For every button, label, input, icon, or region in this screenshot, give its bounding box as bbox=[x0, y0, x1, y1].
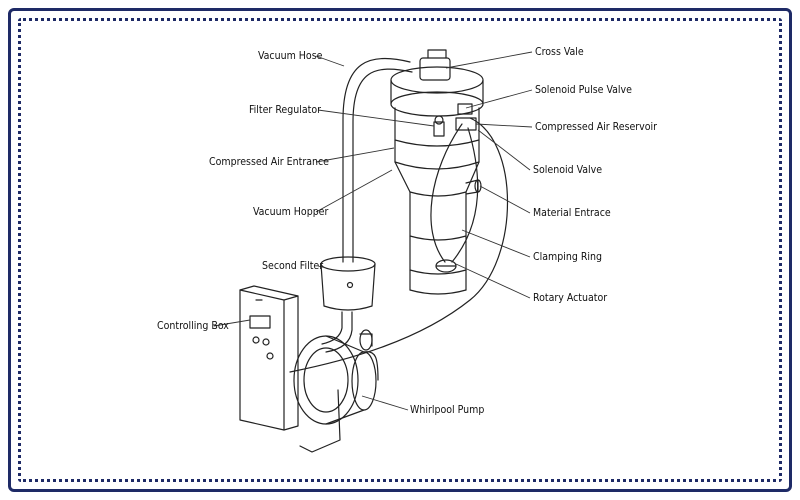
label-material-entrace: Material Entrace bbox=[533, 207, 611, 219]
label-solenoid-pulse-valve: Solenoid Pulse Valve bbox=[535, 84, 632, 96]
controlling-box bbox=[239, 285, 299, 431]
label-filter-regulator: Filter Regulator bbox=[249, 104, 321, 116]
label-solenoid-valve: Solenoid Valve bbox=[533, 164, 602, 176]
leader-lines bbox=[213, 51, 533, 411]
label-compressed-air-reservoir: Compressed Air Reservoir bbox=[535, 121, 657, 133]
label-controlling-box: Controlling Box bbox=[157, 320, 229, 332]
label-rotary-actuator: Rotary Actuator bbox=[533, 292, 607, 304]
label-whirlpool-pump: Whirlpool Pump bbox=[410, 404, 484, 416]
label-clamping-ring: Clamping Ring bbox=[533, 251, 602, 263]
label-cross-vale: Cross Vale bbox=[535, 46, 584, 58]
dotted-inner-border bbox=[18, 18, 782, 482]
label-second-filter: Second Filter bbox=[262, 260, 323, 272]
vacuum-hose bbox=[342, 57, 413, 263]
outer-border bbox=[8, 8, 792, 492]
vacuum-hopper bbox=[390, 49, 484, 295]
label-vacuum-hose: Vacuum Hose bbox=[258, 50, 323, 62]
whirlpool-pump bbox=[293, 329, 379, 453]
valve-assembly bbox=[433, 103, 477, 137]
second-filter bbox=[320, 256, 376, 353]
air-lines bbox=[289, 117, 509, 373]
label-vacuum-hopper: Vacuum Hopper bbox=[253, 206, 329, 218]
label-compressed-air-entrance: Compressed Air Entrance bbox=[209, 156, 329, 168]
